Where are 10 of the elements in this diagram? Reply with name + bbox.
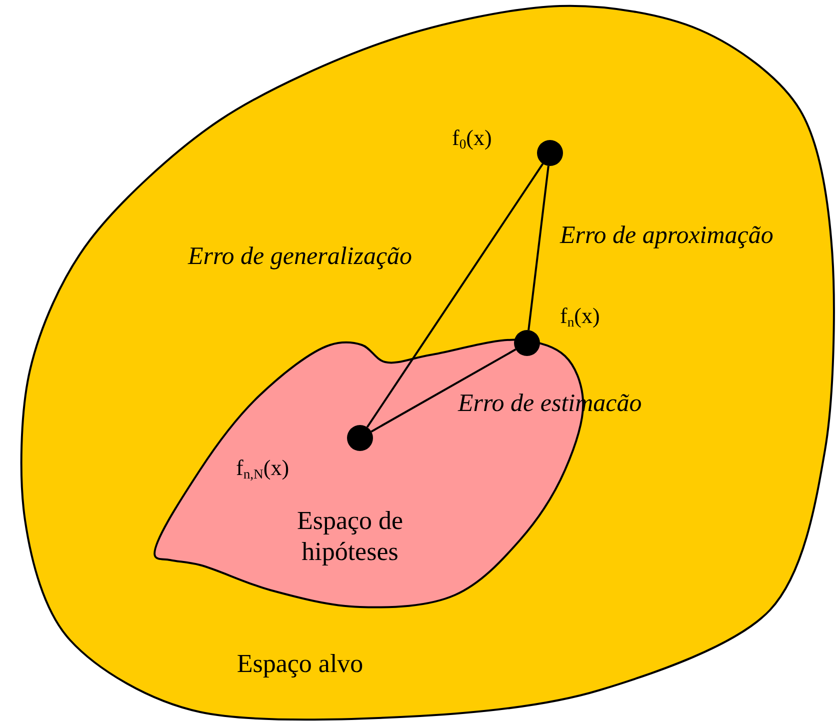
region-label: Espaço de hipóteses <box>296 505 404 568</box>
error-line <box>366 163 544 428</box>
function-label: f$_{0}$(x) <box>452 125 492 152</box>
edge-label: Erro de generalização <box>188 243 412 271</box>
function-label: f$_{n}$(x) <box>560 303 600 330</box>
edge-label: Erro de aproximação <box>560 222 774 250</box>
error-line <box>528 166 550 330</box>
region-label: Espaço alvo <box>236 648 364 680</box>
function-label: f$_{n,N}$(x) <box>236 455 290 482</box>
error-line <box>370 348 516 432</box>
